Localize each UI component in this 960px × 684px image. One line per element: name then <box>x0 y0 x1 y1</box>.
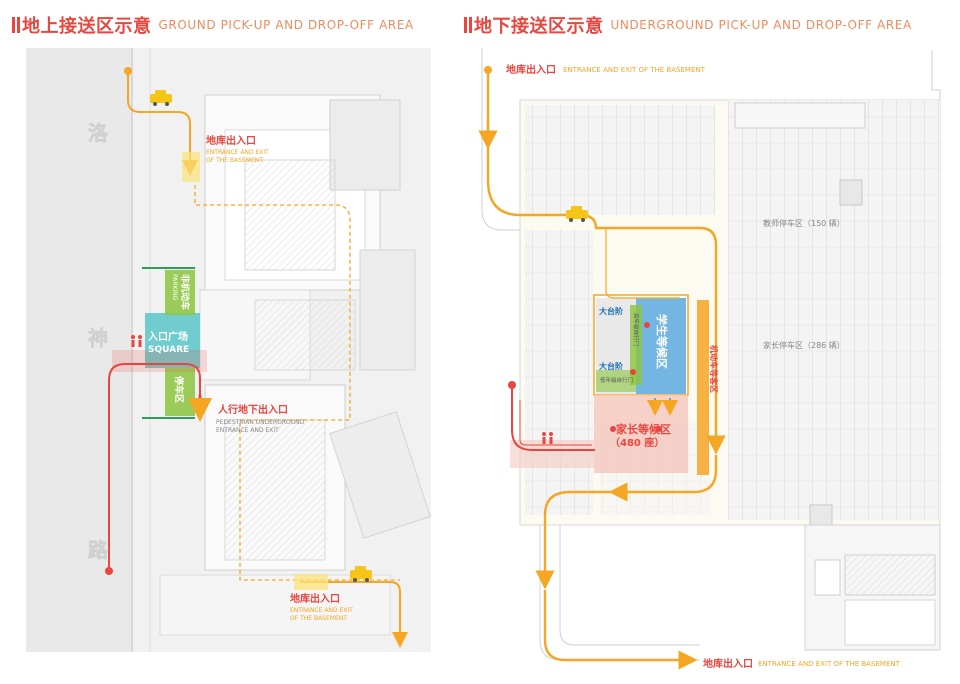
grade-top: 高年级自行门 <box>632 313 640 346</box>
right-entrance-bottom-cn: 地库出入口 <box>703 657 753 670</box>
motor-waiting: 机动车等客区 <box>709 345 719 393</box>
road-char-2: 神 <box>88 326 108 350</box>
teacher-parking: 教师停车区（150 辆） <box>763 218 845 228</box>
square-cn: 入口广场 <box>148 330 188 343</box>
parking-cn: 停车区 <box>173 376 185 403</box>
map-pin-icon <box>656 426 662 432</box>
pedestrian-en1: PEDESTRIAN UNDERGROUND <box>216 419 305 426</box>
parent-waiting-2: （480 座） <box>610 436 664 449</box>
stairs-bottom: 大台阶 <box>599 361 623 371</box>
pedestrian-cn: 人行地下出入口 <box>218 403 288 416</box>
road-char-1: 洛 <box>88 121 109 145</box>
left-site-plan <box>26 48 431 652</box>
non-motor-cn: 非机动车 <box>179 274 191 310</box>
pedestrian-en2: ENTRANCE AND EXIT <box>216 427 279 434</box>
pedestrian-icon <box>542 432 553 444</box>
right-title-cn: 地下接送区示意 <box>474 16 604 37</box>
right-basement-plan <box>478 48 941 670</box>
stairs-top: 大台阶 <box>599 306 623 316</box>
taxi-icon <box>350 566 372 582</box>
student-waiting: 学生等候区 <box>655 314 669 369</box>
right-entrance-top-cn: 地库出入口 <box>506 63 556 76</box>
pedestrian-icon <box>131 335 142 347</box>
left-entrance-top-en2: OF THE BASEMENT <box>206 157 263 164</box>
left-title-cn: 地上接送区示意 <box>22 16 152 37</box>
right-entrance-bottom-en: ENTRANCE AND EXIT OF THE BASEMENT <box>758 660 901 668</box>
square-en: SQUARE <box>148 345 189 355</box>
left-title-en: GROUND PICK-UP AND DROP-OFF AREA <box>158 18 414 32</box>
right-entrance-top-en: ENTRANCE AND EXIT OF THE BASEMENT <box>563 66 706 74</box>
map-pin-icon <box>610 426 616 432</box>
left-entrance-bottom-cn: 地库出入口 <box>290 592 340 605</box>
right-title: 地下接送区示意 UNDERGROUND PICK-UP AND DROP-OFF… <box>464 12 912 38</box>
parent-waiting-1: 家长等候区 <box>616 422 671 436</box>
left-entrance-top-cn: 地库出入口 <box>206 134 256 147</box>
grade-bottom: 低年级自行门 <box>600 376 633 384</box>
taxi-icon <box>150 90 172 106</box>
left-entrance-bottom-en2: OF THE BASEMENT <box>290 615 347 622</box>
left-title: 地上接送区示意 GROUND PICK-UP AND DROP-OFF AREA <box>12 12 414 38</box>
parent-parking: 家长停车区（286 辆） <box>763 340 845 350</box>
left-entrance-top-en1: ENTRANCE AND EXIT <box>206 149 269 156</box>
non-motor-en: PARKING <box>171 274 178 301</box>
right-title-en: UNDERGROUND PICK-UP AND DROP-OFF AREA <box>610 18 912 32</box>
road-char-3: 路 <box>88 538 109 562</box>
left-entrance-bottom-en1: ENTRANCE AND EXIT <box>290 607 353 614</box>
map-pin-icon <box>630 369 636 375</box>
map-pin-icon <box>644 322 650 328</box>
taxi-icon <box>566 206 588 222</box>
